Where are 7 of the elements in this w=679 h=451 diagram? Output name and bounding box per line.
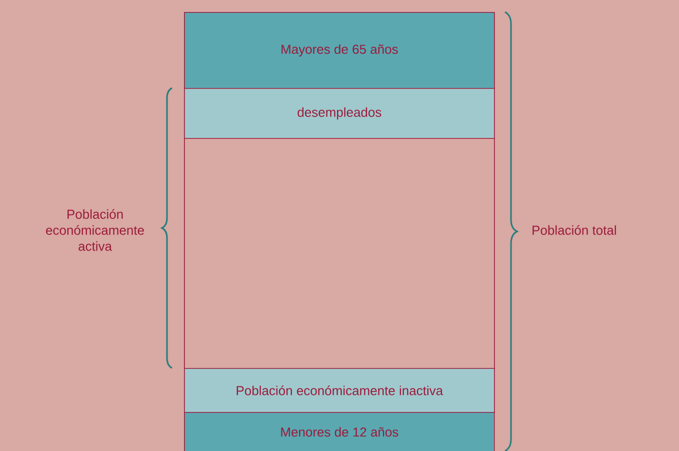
brace-label: Población económicamente activa — [46, 209, 144, 251]
empty-box — [184, 138, 495, 369]
category-box: Mayores de 65 años — [184, 12, 495, 89]
brace-label: Población total — [532, 225, 616, 235]
category-box: desempleados — [184, 88, 495, 139]
category-box: Población económicamente inactiva — [184, 368, 495, 413]
category-box: Menores de 12 años — [184, 412, 495, 451]
